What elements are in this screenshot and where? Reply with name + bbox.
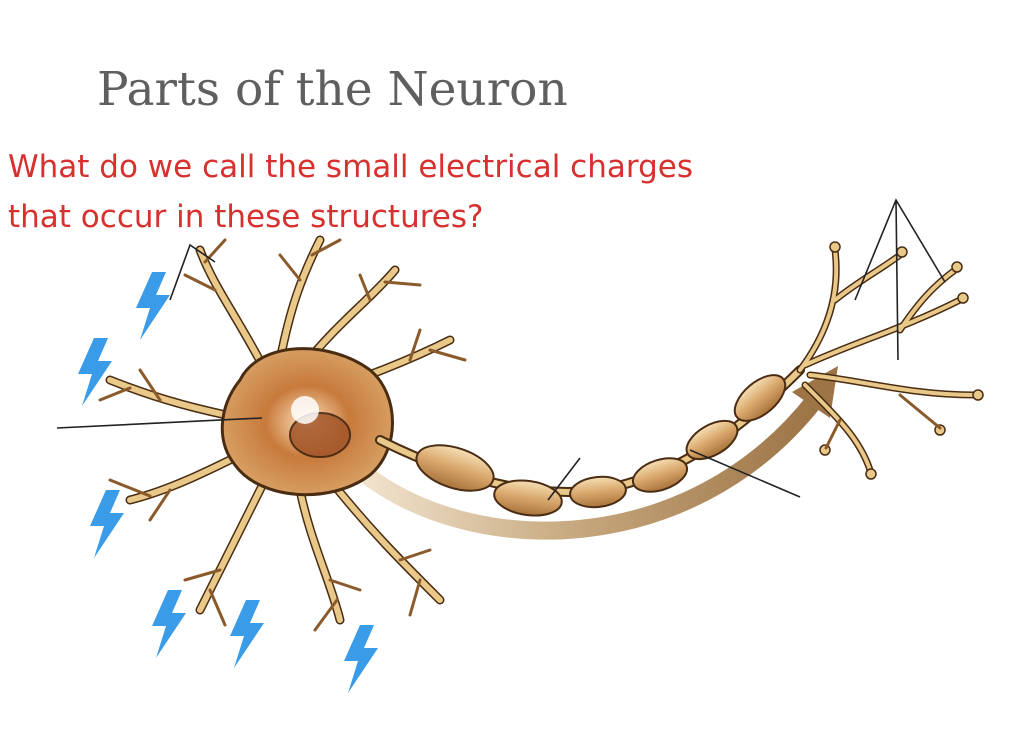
lightning-bolt-icon	[136, 272, 170, 340]
question-line-2: that occur in these structures?	[8, 199, 484, 235]
cell-body-pointer	[56, 417, 263, 429]
lightning-bolt-icon	[78, 338, 112, 406]
terminal-pointer	[854, 198, 946, 361]
question-line-1: What do we call the small electrical cha…	[8, 149, 693, 185]
myelin-sheaths	[415, 374, 787, 517]
lightning-bolt-icon	[344, 625, 378, 693]
lightning-bolts	[78, 272, 378, 693]
axon-terminals	[796, 241, 984, 480]
lightning-bolt-icon	[230, 600, 264, 668]
axon	[375, 365, 805, 517]
myelin-pointer	[547, 457, 581, 501]
slide-title: Parts of the Neuron	[97, 62, 568, 117]
axon-pointer	[689, 449, 801, 498]
dendrite-pointer	[169, 243, 216, 301]
cell-body	[220, 347, 394, 497]
label-lines	[56, 198, 946, 501]
lightning-bolt-icon	[152, 590, 186, 658]
lightning-bolt-icon	[90, 490, 124, 558]
question-text: What do we call the small electrical cha…	[8, 142, 788, 242]
